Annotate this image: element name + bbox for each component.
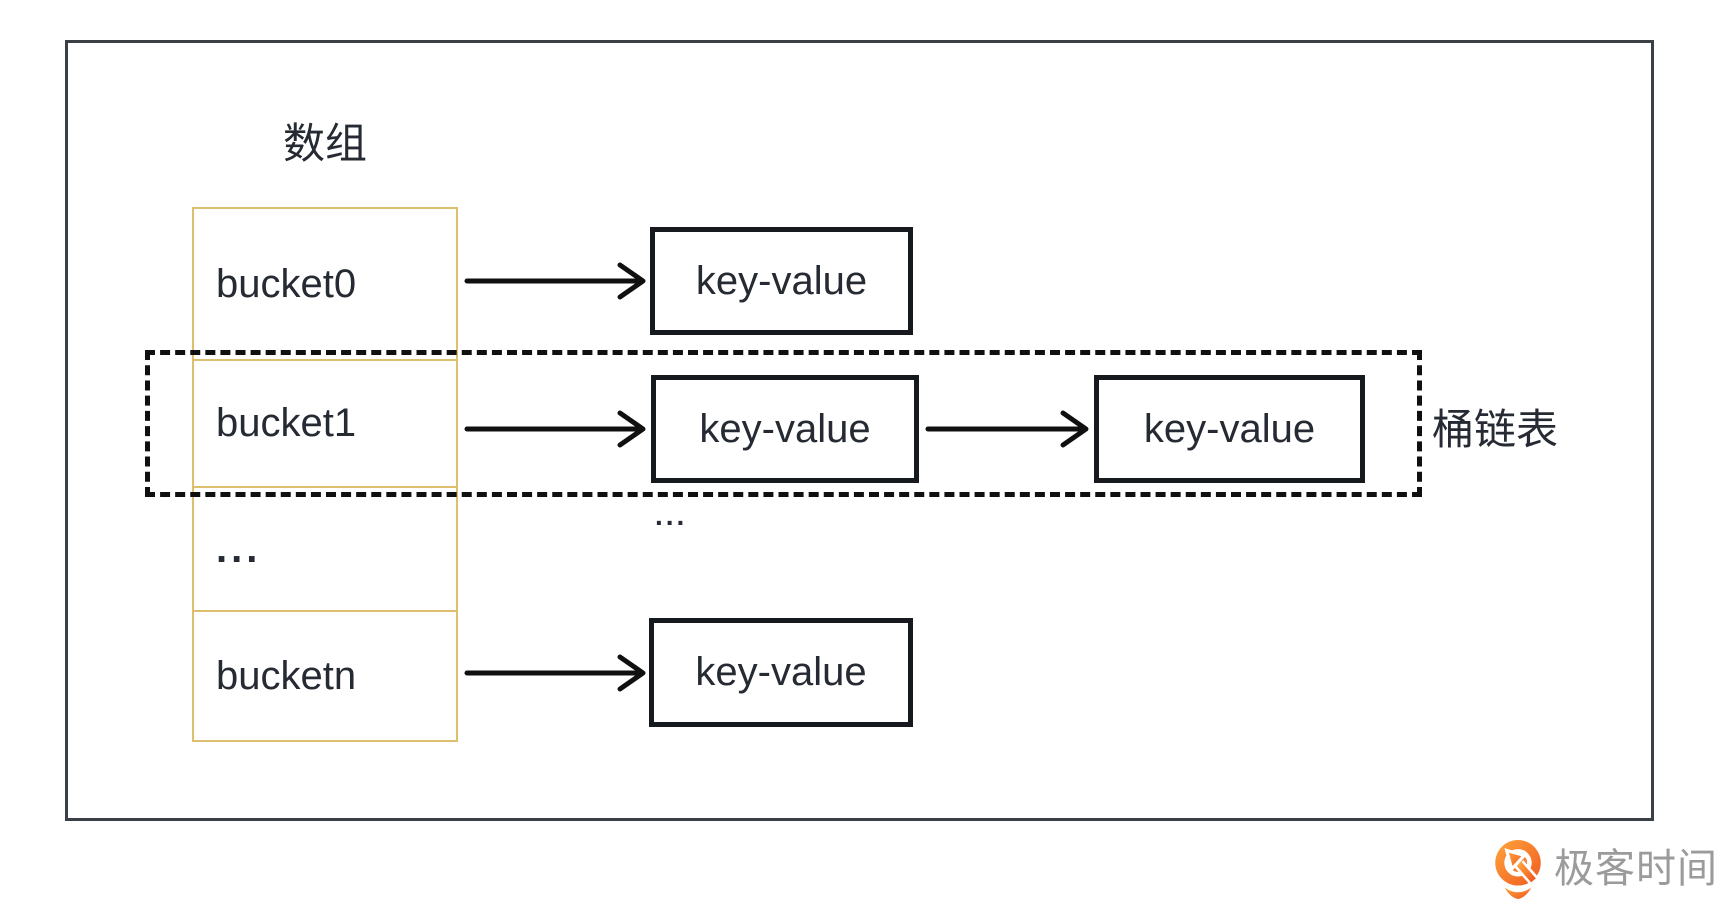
bucket-row-0-label: bucket0 bbox=[216, 261, 357, 306]
bucket-row-ellipsis-label: ... bbox=[216, 526, 262, 571]
bucket-row-1: bucket1 bbox=[194, 361, 456, 488]
brand-logo: 极客时间 bbox=[1492, 839, 1714, 899]
bucket-row-n: bucketn bbox=[194, 612, 456, 740]
geektime-q-pin-icon bbox=[1495, 840, 1541, 899]
bucket-row-1-label: bucket1 bbox=[216, 401, 357, 445]
key-value-label: key-value bbox=[1143, 406, 1316, 451]
key-value-label: key-value bbox=[695, 258, 868, 303]
bucket-chain-label: 桶链表 bbox=[1432, 406, 1559, 453]
bucket-row-ellipsis: ... bbox=[194, 488, 456, 612]
bucket-chain-dashed-outline bbox=[145, 350, 1422, 497]
more-chains-ellipsis: ... bbox=[655, 500, 688, 531]
key-value-box-bucket1-second: key-value bbox=[1094, 375, 1365, 483]
key-value-box-bucket0: key-value bbox=[650, 227, 913, 335]
brand-name: 极客时间 bbox=[1554, 847, 1714, 891]
diagram-frame-border bbox=[65, 40, 1654, 821]
key-value-label: key-value bbox=[699, 406, 871, 451]
array-title: 数组 bbox=[282, 120, 367, 167]
key-value-box-bucketn: key-value bbox=[649, 618, 913, 727]
key-value-box-bucket1-first: key-value bbox=[651, 375, 919, 483]
bucket-array: bucket0 bucket1 ... bucketn bbox=[192, 207, 458, 742]
bucket-row-0: bucket0 bbox=[194, 209, 456, 361]
key-value-label: key-value bbox=[695, 650, 867, 694]
bucket-row-n-label: bucketn bbox=[216, 653, 357, 698]
